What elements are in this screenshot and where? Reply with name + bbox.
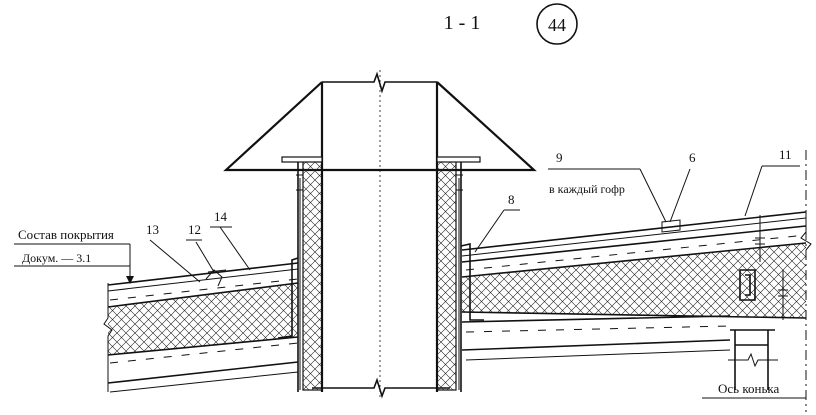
left-insulation-bottom [107,336,299,356]
chimney-pipe [223,70,537,400]
callout-14-group: 14 [210,209,251,271]
callout-6-label: 6 [689,150,696,165]
left-bottom-sheet-lower [107,361,299,384]
callout-12-group: 12 [186,222,215,273]
ridge-nut-a [755,237,765,245]
callout-6-group: 6 [669,150,696,223]
callout-9-note: в каждый гофр [549,182,625,196]
roof-composition-note: Состав покрытия Докум. — 3.1 [14,227,134,284]
pipe-insulation-right [436,159,457,391]
callout-11-label: 11 [779,147,792,162]
leader-14 [219,226,251,271]
right-bottom-sheet-d [465,349,731,361]
right-bottom-sheet-b [465,325,731,333]
sheet-number-circle [536,3,578,45]
casing-bracket-left [296,174,303,191]
callout-13-label: 13 [146,222,159,237]
casing-cap-right [436,156,481,163]
note-arrow [126,276,134,284]
casing-bracket-right [456,174,463,191]
right-cover-sheet-lower [461,217,807,257]
left-bottom-sheet-mid [109,342,299,364]
left-top-sheet-upper [107,262,299,286]
pipe-top-break-line [322,71,437,94]
roof-note-line1: Состав покрытия [18,227,114,242]
pipe-bottom-break-line [312,377,450,399]
leader-6 [669,168,691,223]
left-fastener [205,269,227,287]
left-bottom-sheet-edge [109,371,299,393]
callout-12-label: 12 [188,222,201,237]
callout-9-label: 9 [556,150,563,165]
right-bottom-sheet-c [461,339,731,351]
callout-11-group: 11 [744,147,800,217]
left-top-sheet-lower [107,268,299,292]
right-slab-break [800,212,812,251]
left-flashing [277,257,299,339]
right-cover-sheet-upper [461,211,807,251]
ridge-axis-label-group: Ось конька [702,381,806,399]
ridge-purlin-bracket [739,269,756,301]
pipe-insulation-left [302,159,323,391]
leader-13 [149,239,201,283]
left-top-sheet-mid [109,278,299,301]
right-bottom-sheet-a [461,315,731,323]
right-insulation-bottom [461,311,807,319]
right-top-sheet-upper [461,225,807,263]
callout-13-group: 13 [146,222,201,283]
section-title: 1 - 1 [444,12,481,34]
leader-12 [195,241,215,273]
callout-8-group: 8 [474,192,520,253]
left-slab-break [103,283,113,392]
roof-note-line2: Докум. — 3.1 [22,251,91,265]
right-flashing [460,243,484,321]
leader-11 [744,165,763,217]
right-top-sheet-mid [465,234,807,271]
left-roof-slab [103,257,299,393]
sheet-number: 44 [548,15,566,35]
leader-9-arrow [639,168,667,223]
callout-9-group: 9 в каждый гофр [548,150,667,223]
leader-8 [474,209,505,253]
ridge-beam-break [728,352,778,368]
callout-14-label: 14 [214,209,228,224]
right-fastener [661,219,681,233]
right-roof-slab [460,150,812,412]
callout-8-label: 8 [508,192,515,207]
casing-cap-left [281,156,323,163]
ridge-nut-b [778,289,788,297]
ridge-axis-label: Ось конька [718,381,779,396]
sheet-number-badge: 44 [536,3,578,45]
